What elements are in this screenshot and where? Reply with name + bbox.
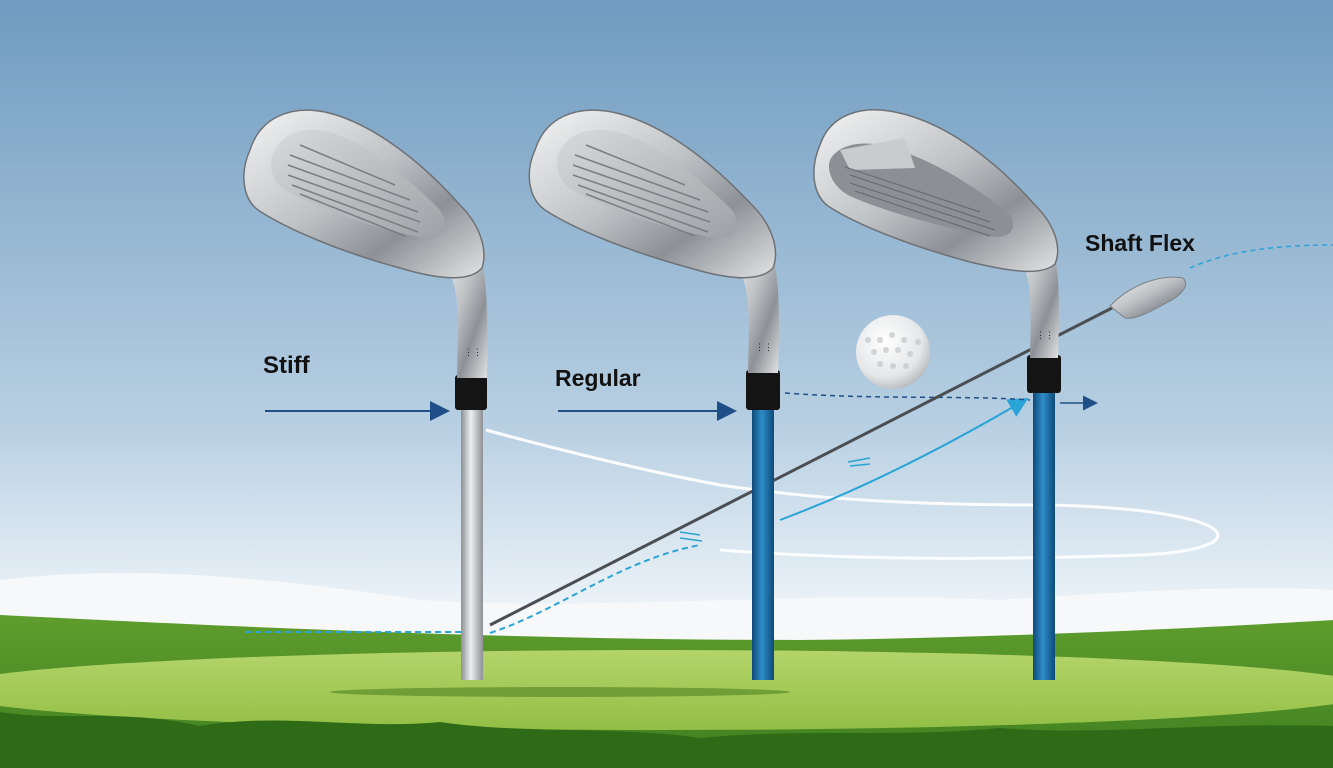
flex-shaft (1033, 392, 1055, 680)
regular-label: Regular (555, 365, 641, 391)
regular-ferrule (746, 370, 780, 410)
flex-ferrule (1027, 355, 1061, 393)
regular-iron-club: ⋮⋮ (528, 109, 780, 680)
flex-iron-club: ⋮⋮ (813, 109, 1061, 680)
trajectory-lines (244, 244, 1333, 634)
stiff-iron-club: ⋮⋮ (243, 109, 488, 680)
flex-hosel-mark: ⋮⋮ (1036, 330, 1054, 340)
stiff-ferrule (455, 375, 487, 410)
shaft-flex-label: Shaft Flex (1085, 230, 1195, 256)
foreground-grass (0, 712, 1333, 768)
club-shadow (330, 687, 790, 697)
golf-ball (856, 315, 930, 389)
stiff-hosel-mark: ⋮⋮ (464, 347, 482, 357)
regular-shaft (752, 410, 774, 680)
stiff-shaft (461, 410, 483, 680)
regular-hosel-mark: ⋮⋮ (755, 342, 773, 352)
stiff-label: Stiff (263, 352, 310, 379)
swinging-club (489, 276, 1187, 627)
